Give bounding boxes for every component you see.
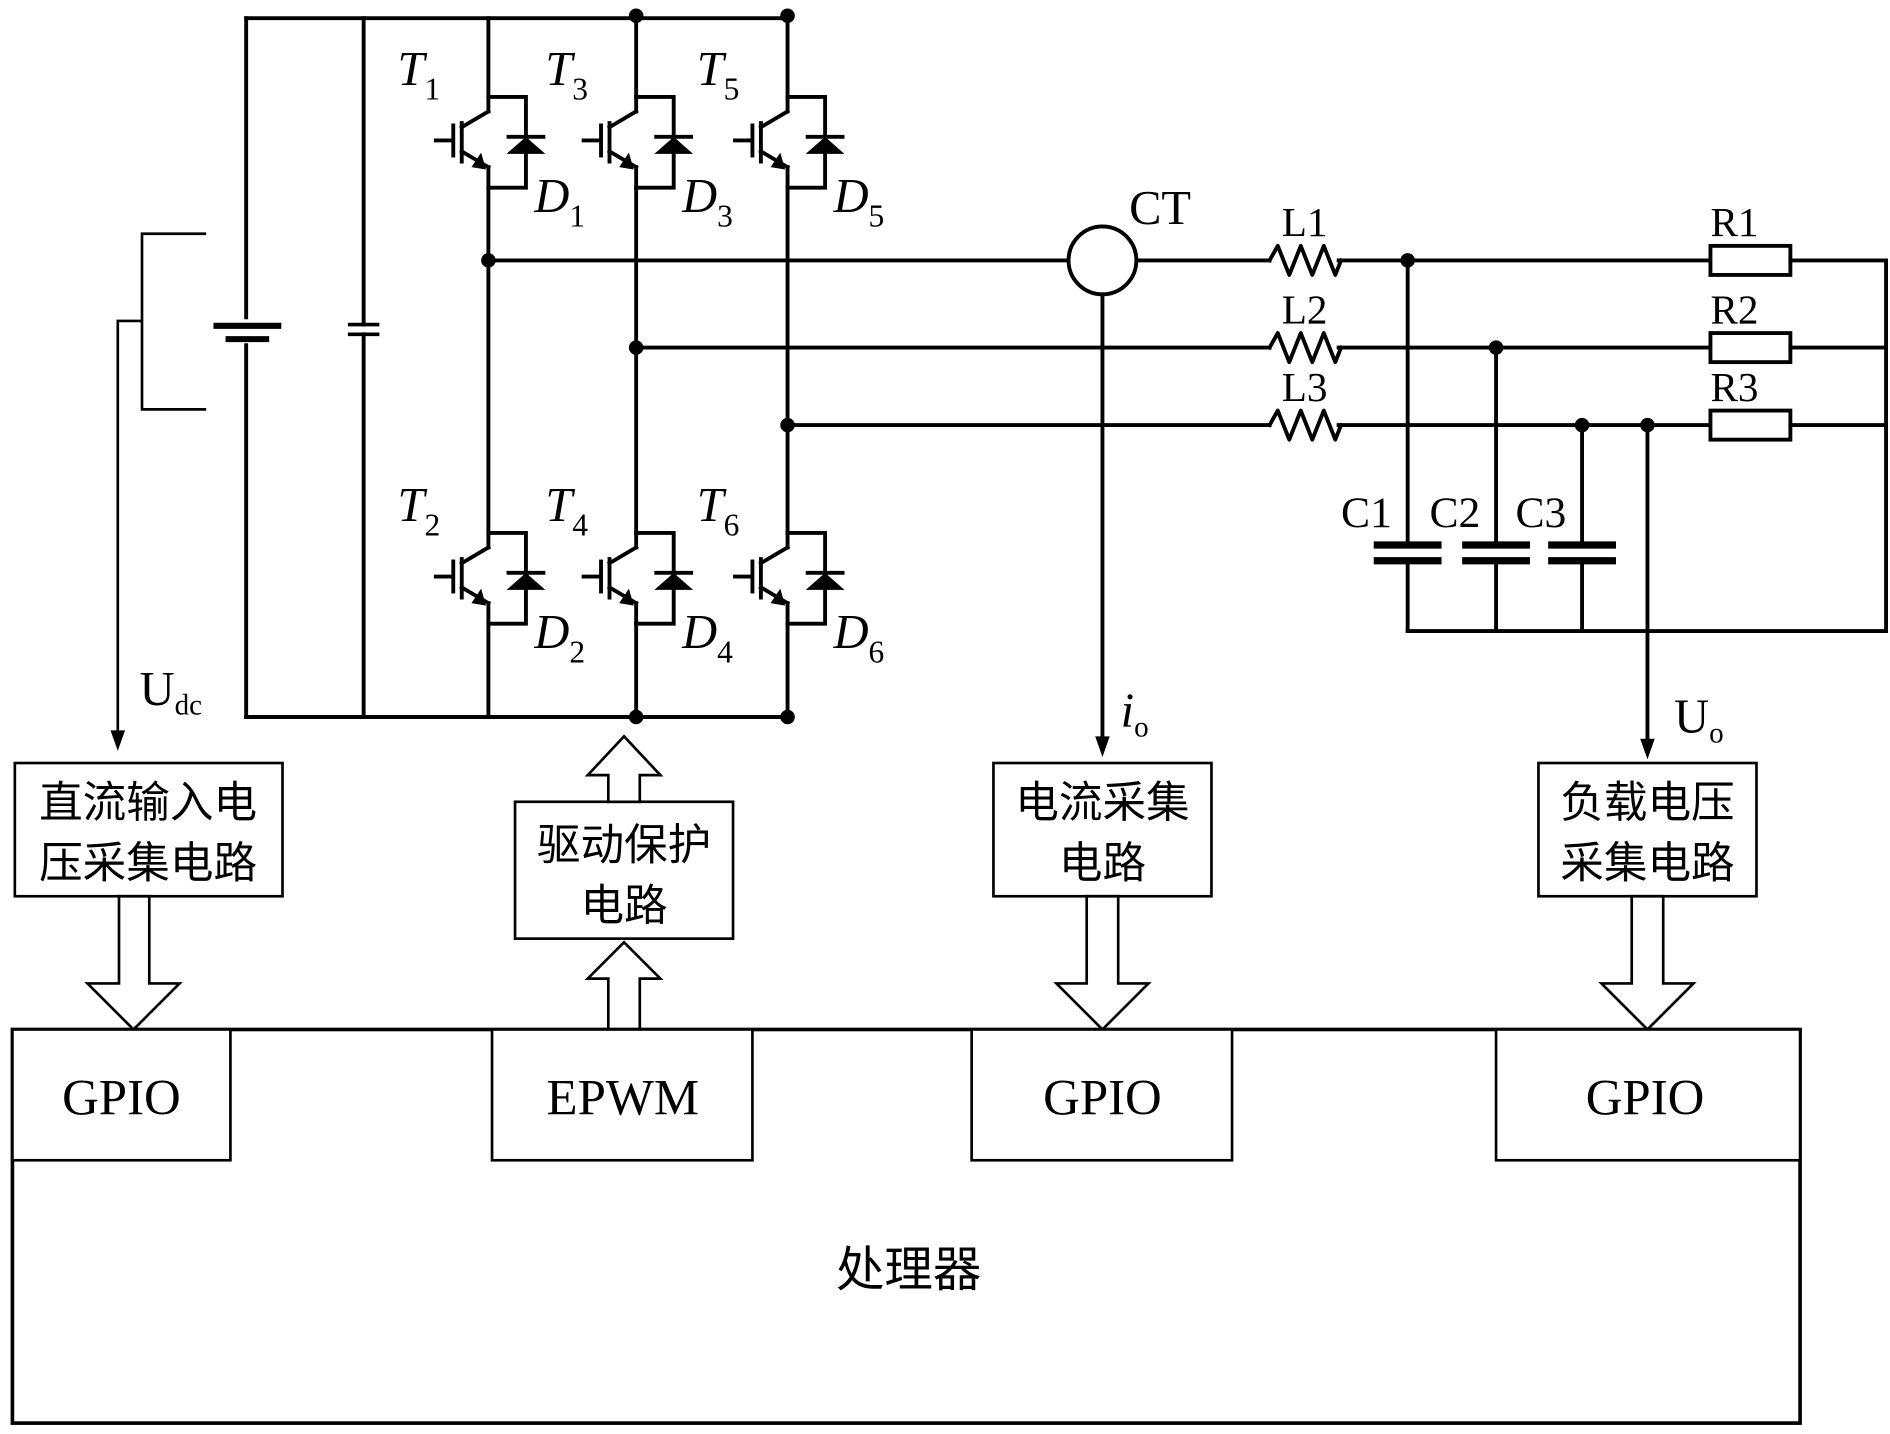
capacitor-2: C2: [1429, 340, 1530, 633]
diode-icon: [805, 136, 845, 154]
diode-icon: [654, 136, 694, 154]
resistor-2: R2: [1708, 286, 1889, 365]
resistor-label: R2: [1710, 286, 1758, 332]
uo-arrow-head: [1640, 738, 1655, 760]
switch-label: T2: [398, 479, 441, 543]
svg-text:压采集电路: 压采集电路: [39, 839, 257, 889]
switch-label: T6: [697, 479, 740, 543]
capacitor-label: C2: [1429, 489, 1480, 537]
udc-label: Udc: [140, 663, 202, 722]
svg-text:采集电路: 采集电路: [1560, 839, 1734, 889]
port-gpio-3[interactable]: GPIO: [1494, 1028, 1802, 1162]
dc-battery: [213, 16, 282, 719]
svg-text:电路: 电路: [1059, 839, 1146, 889]
inductor-label: L1: [1282, 199, 1328, 245]
diode-label: D3: [681, 170, 733, 234]
load-sense-to-gpio-arrow: [1598, 894, 1697, 1032]
capacitor-3: C3: [1515, 417, 1616, 633]
junction-dot: [780, 8, 795, 24]
svg-text:驱动保护: 驱动保护: [537, 821, 711, 871]
switch-label: T5: [697, 43, 740, 107]
dc-voltage-sense-block[interactable]: 直流输入电 压采集电路: [13, 761, 284, 898]
capacitor-label: C3: [1515, 489, 1566, 537]
junction-dot: [1488, 340, 1504, 355]
switch-label: T1: [398, 43, 441, 107]
svg-text:GPIO: GPIO: [62, 1070, 181, 1126]
emitter-arrow-icon: [471, 588, 486, 606]
junction-dot: [628, 709, 644, 725]
diode-icon: [654, 572, 694, 590]
load-voltage-sense-block[interactable]: 负载电压 采集电路: [1537, 761, 1758, 898]
svg-text:GPIO: GPIO: [1586, 1070, 1705, 1126]
current-transformer: [1066, 224, 1139, 757]
switch-label: T4: [545, 479, 588, 543]
port-gpio-1[interactable]: GPIO: [11, 1028, 232, 1162]
emitter-arrow-icon: [619, 588, 634, 606]
driver-protection-block[interactable]: 驱动保护 电路: [513, 800, 735, 940]
diode-label: D6: [833, 606, 885, 670]
emitter-arrow-icon: [471, 152, 486, 170]
junction-dot: [780, 709, 795, 725]
svg-text:EPWM: EPWM: [547, 1070, 700, 1126]
io-arrow-head: [1095, 736, 1110, 757]
current-sense-block[interactable]: 电流采集 电路: [992, 761, 1213, 898]
uo-label: Uo: [1674, 691, 1724, 750]
diode-label: D1: [533, 170, 585, 234]
resistor-1: R1: [1708, 199, 1889, 277]
dc-input-bracket: [110, 232, 207, 751]
resistor-3: R3: [1708, 364, 1889, 442]
diode-label: D2: [533, 606, 585, 670]
port-gpio-2[interactable]: GPIO: [970, 1028, 1234, 1162]
inductor-label: L3: [1282, 364, 1328, 410]
ct-label: CT: [1129, 182, 1191, 235]
diode-icon: [805, 572, 845, 590]
resistor-label: R3: [1710, 364, 1758, 410]
dc-sense-to-gpio-arrow: [84, 894, 183, 1032]
svg-text:直流输入电: 直流输入电: [39, 779, 257, 829]
capacitor-1: C1: [1341, 253, 1442, 633]
svg-text:GPIO: GPIO: [1043, 1070, 1162, 1126]
udc-arrow-head: [110, 730, 126, 751]
processor-label: 处理器: [836, 1242, 981, 1298]
svg-text:负载电压: 负载电压: [1560, 779, 1734, 829]
current-sense-to-gpio-arrow: [1053, 894, 1152, 1032]
svg-text:电流采集: 电流采集: [1015, 779, 1189, 829]
switch-label: T3: [545, 43, 588, 107]
driver-to-bridge-arrow: [584, 734, 664, 804]
diode-label: D4: [681, 606, 733, 670]
junction-dot: [1574, 417, 1590, 433]
dc-link-capacitor: [347, 16, 380, 719]
junction-dot: [1400, 253, 1415, 268]
junction-dot: [628, 8, 644, 24]
epwm-to-driver-arrow: [584, 940, 664, 1031]
port-epwm[interactable]: EPWM: [490, 1028, 754, 1162]
inductor-label: L2: [1282, 286, 1328, 332]
inductor-1: L1: [1266, 199, 1344, 277]
emitter-arrow-icon: [770, 588, 786, 606]
inductor-2: L2: [1266, 286, 1344, 365]
diode-label: D5: [833, 170, 885, 234]
diode-icon: [506, 572, 546, 590]
svg-text:电路: 电路: [580, 881, 667, 931]
emitter-arrow-icon: [619, 152, 634, 170]
diode-icon: [506, 136, 546, 154]
emitter-arrow-icon: [770, 152, 786, 170]
io-label: io: [1121, 685, 1149, 744]
resistor-label: R1: [1710, 199, 1758, 245]
inductor-3: L3: [1266, 364, 1344, 442]
capacitor-label: C1: [1341, 489, 1392, 537]
